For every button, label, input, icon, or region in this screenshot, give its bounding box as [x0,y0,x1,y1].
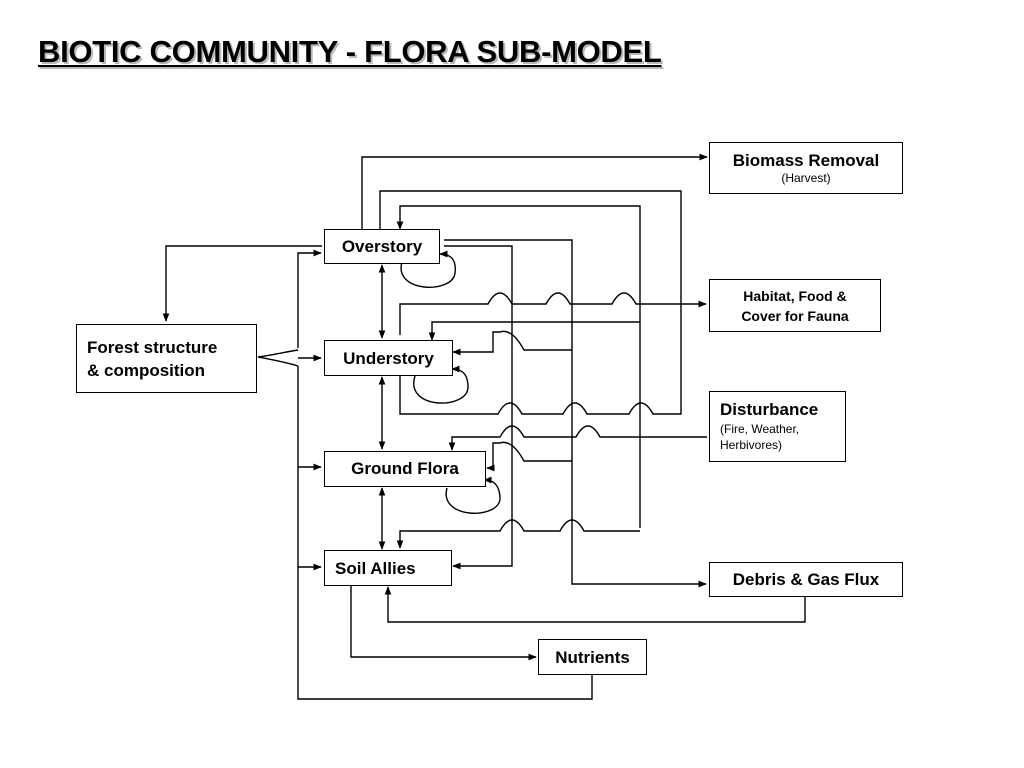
connector-understory-feed [452,330,572,356]
connector-disturbance-groundflora [448,425,707,451]
habitat-line2: Cover for Fauna [741,308,849,324]
soil-allies-label: Soil Allies [335,559,416,578]
disturbance-box: Disturbance (Fire, Weather, Herbivores) [709,391,846,462]
soil-allies-box: Soil Allies [324,550,452,586]
connector-disturbance-overstory [396,205,641,528]
understory-label: Understory [343,349,434,368]
self-loop-overstory [400,250,456,288]
connector-nutrients-bus [297,567,593,700]
connector-bus-overstory [297,249,322,348]
connector-groundflora-feed [486,441,572,472]
connector-overstory-debris [444,239,707,588]
connector-to-habitat [399,292,707,335]
self-loop-groundflora [445,476,501,514]
overstory-label: Overstory [341,237,423,256]
habitat-box: Habitat, Food & Cover for Fauna [709,279,881,332]
debris-gas-flux-label: Debris & Gas Flux [732,570,880,589]
forest-structure-line2: & composition [87,361,206,380]
forest-structure-box: Forest structure & composition [76,324,257,393]
biomass-removal-sublabel: (Harvest) [781,171,831,185]
connector-debris-soil [384,586,806,623]
biomass-removal-label: Biomass Removal [732,151,880,170]
overstory-box: Overstory [324,229,440,264]
ground-flora-label: Ground Flora [351,459,459,478]
habitat-line1: Habitat, Food & [743,288,847,304]
connector-overstory-soil [444,245,513,570]
connector-bus-soil [297,467,322,571]
ground-flora-box: Ground Flora [324,451,486,487]
connector-forest-bus [257,349,299,367]
disturbance-sub1: (Fire, Weather, [720,422,800,436]
connector-overstory-forest [162,245,322,322]
biomass-removal-box: Biomass Removal (Harvest) [709,142,903,194]
connector-bus-groundflora [297,366,322,471]
debris-gas-flux-box: Debris & Gas Flux [709,562,903,597]
connector-overstory-biomass [361,153,708,229]
connector-soil-nutrients [350,585,537,661]
connector-groundflora-soil [396,519,640,549]
page-title: BIOTIC COMMUNITY - FLORA SUB-MODEL [38,34,662,69]
nutrients-label: Nutrients [555,648,630,667]
forest-structure-line1: Forest structure [87,338,218,357]
self-loop-understory [413,365,469,404]
understory-box: Understory [324,340,453,376]
connector-habitat-understory [428,321,640,341]
disturbance-label: Disturbance [720,400,819,419]
connector-understory-biomass [379,190,682,415]
disturbance-sub2: Herbivores) [720,438,783,452]
nutrients-box: Nutrients [538,639,647,675]
